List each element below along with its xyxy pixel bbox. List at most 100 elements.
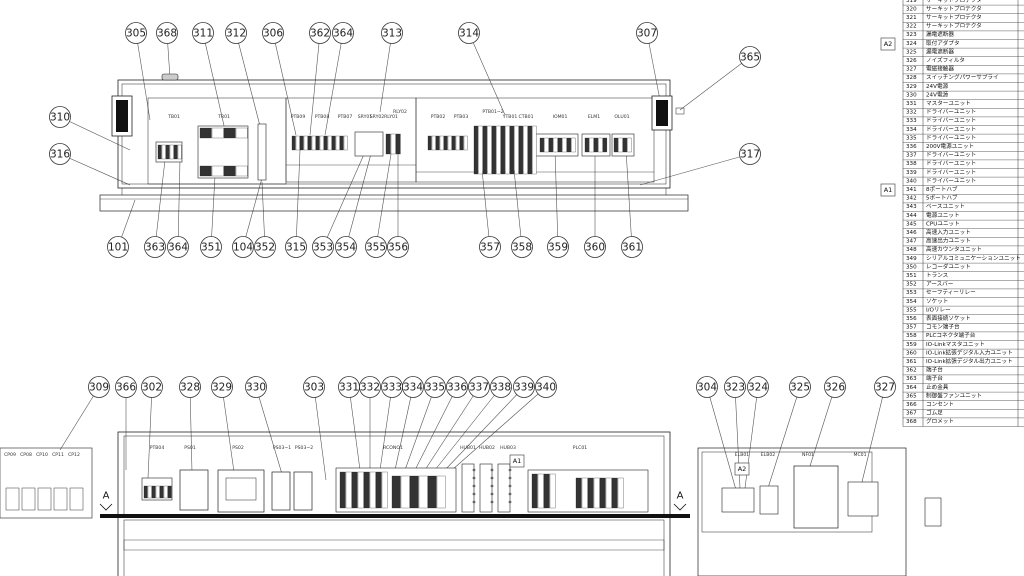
callout-bottom-366: 366 <box>115 376 137 398</box>
svg-text:333: 333 <box>382 382 402 394</box>
tag-top-5: SRY01 <box>358 114 373 120</box>
svg-text:365: 365 <box>740 52 760 64</box>
tag-top-4: PTB07 <box>338 114 353 120</box>
tag-top-13: CTB01 <box>518 114 533 120</box>
svg-text:304: 304 <box>697 382 717 394</box>
svg-text:355: 355 <box>366 242 386 254</box>
svg-text:ドライバーユニット: ドライバーユニット <box>926 126 976 133</box>
svg-text:338: 338 <box>906 161 917 167</box>
svg-text:348: 348 <box>906 247 917 253</box>
svg-text:コンセント: コンセント <box>926 401 954 408</box>
svg-text:332: 332 <box>906 110 917 116</box>
svg-text:335: 335 <box>906 135 917 141</box>
svg-text:354: 354 <box>906 299 917 305</box>
callout-top-104: 104 <box>232 236 254 258</box>
svg-text:349: 349 <box>906 256 917 262</box>
svg-text:セーフティーリレー: セーフティーリレー <box>926 289 976 296</box>
svg-text:マスターユニット: マスターユニット <box>926 99 971 107</box>
svg-text:24V電源: 24V電源 <box>926 90 949 98</box>
callout-bottom-335: 335 <box>424 376 446 398</box>
svg-text:315: 315 <box>286 242 306 254</box>
svg-text:323: 323 <box>906 32 917 38</box>
svg-text:ドライバーユニット: ドライバーユニット <box>926 152 976 159</box>
tag-top-7: RLY01 <box>384 114 398 120</box>
svg-text:359: 359 <box>906 342 917 348</box>
svg-text:310: 310 <box>50 112 70 124</box>
svg-text:端子台: 端子台 <box>926 366 943 374</box>
svg-text:スイッチングパワーサプライ: スイッチングパワーサプライ <box>926 73 999 81</box>
tag-top-12: YTB01 <box>502 114 518 120</box>
svg-text:トランス: トランス <box>926 272 949 279</box>
tag-bottom-2: PS02 <box>232 445 244 451</box>
svg-text:329: 329 <box>212 382 232 394</box>
section-marker-right: A <box>673 491 687 511</box>
callout-bottom-329: 329 <box>211 376 233 398</box>
callout-bottom-334: 334 <box>402 376 424 398</box>
svg-text:アースバー: アースバー <box>926 281 954 288</box>
svg-text:ドライバーユニット: ドライバーユニット <box>926 169 976 176</box>
svg-text:330: 330 <box>906 92 917 98</box>
svg-text:347: 347 <box>906 239 917 245</box>
svg-text:333: 333 <box>906 118 917 124</box>
callout-bottom-339: 339 <box>513 376 535 398</box>
svg-text:325: 325 <box>906 49 917 55</box>
tag-top-10: PTB03 <box>454 114 469 120</box>
svg-text:360: 360 <box>585 242 605 254</box>
tag-bottom-0: PTB04 <box>150 445 165 451</box>
svg-text:101: 101 <box>108 242 128 254</box>
svg-text:5ポートハブ: 5ポートハブ <box>926 194 958 202</box>
svg-text:364: 364 <box>333 28 353 40</box>
svg-text:345: 345 <box>906 221 917 227</box>
svg-text:ソケット: ソケット <box>926 298 948 305</box>
svg-text:シリアルコミュニケーションユニット: シリアルコミュニケーションユニット <box>926 255 1021 262</box>
tag-bottom-1: PS01 <box>184 445 196 451</box>
callout-top-356: 356 <box>387 236 409 258</box>
callout-bottom-325: 325 <box>789 376 811 398</box>
table-row: 345 CPUユニット <box>903 220 1024 229</box>
svg-text:CPUユニット: CPUユニット <box>926 220 960 227</box>
callout-bottom-323: 323 <box>724 376 746 398</box>
tag-bottom-10: ELB01 <box>735 452 750 458</box>
svg-text:331: 331 <box>906 101 917 107</box>
tag-bottom-16: CP10 <box>36 452 48 458</box>
callout-top-364: 364 <box>167 236 189 258</box>
callout-top-311: 311 <box>192 22 214 44</box>
svg-text:339: 339 <box>906 170 917 176</box>
callout-top-316: 316 <box>49 143 71 165</box>
callout-top-355: 355 <box>365 236 387 258</box>
callout-top-360: 360 <box>584 236 606 258</box>
callout-top-351: 351 <box>200 236 222 258</box>
svg-text:356: 356 <box>388 242 408 254</box>
tag-top-9: PTB02 <box>431 114 446 120</box>
tag-bottom-7: HUB02 <box>479 445 495 451</box>
callout-bottom-338: 338 <box>490 376 512 398</box>
svg-text:311: 311 <box>193 28 213 40</box>
svg-text:表面接続ソケット: 表面接続ソケット <box>926 314 971 322</box>
svg-text:313: 313 <box>382 28 402 40</box>
callout-bottom-302: 302 <box>141 376 163 398</box>
svg-text:352: 352 <box>906 282 917 288</box>
svg-text:止め金具: 止め金具 <box>926 383 949 391</box>
svg-text:電源ユニット: 電源ユニット <box>926 211 960 219</box>
svg-text:104: 104 <box>233 242 253 254</box>
svg-text:ドライバーユニット: ドライバーユニット <box>926 177 976 184</box>
svg-text:A1: A1 <box>884 186 893 194</box>
svg-text:363: 363 <box>906 376 917 382</box>
